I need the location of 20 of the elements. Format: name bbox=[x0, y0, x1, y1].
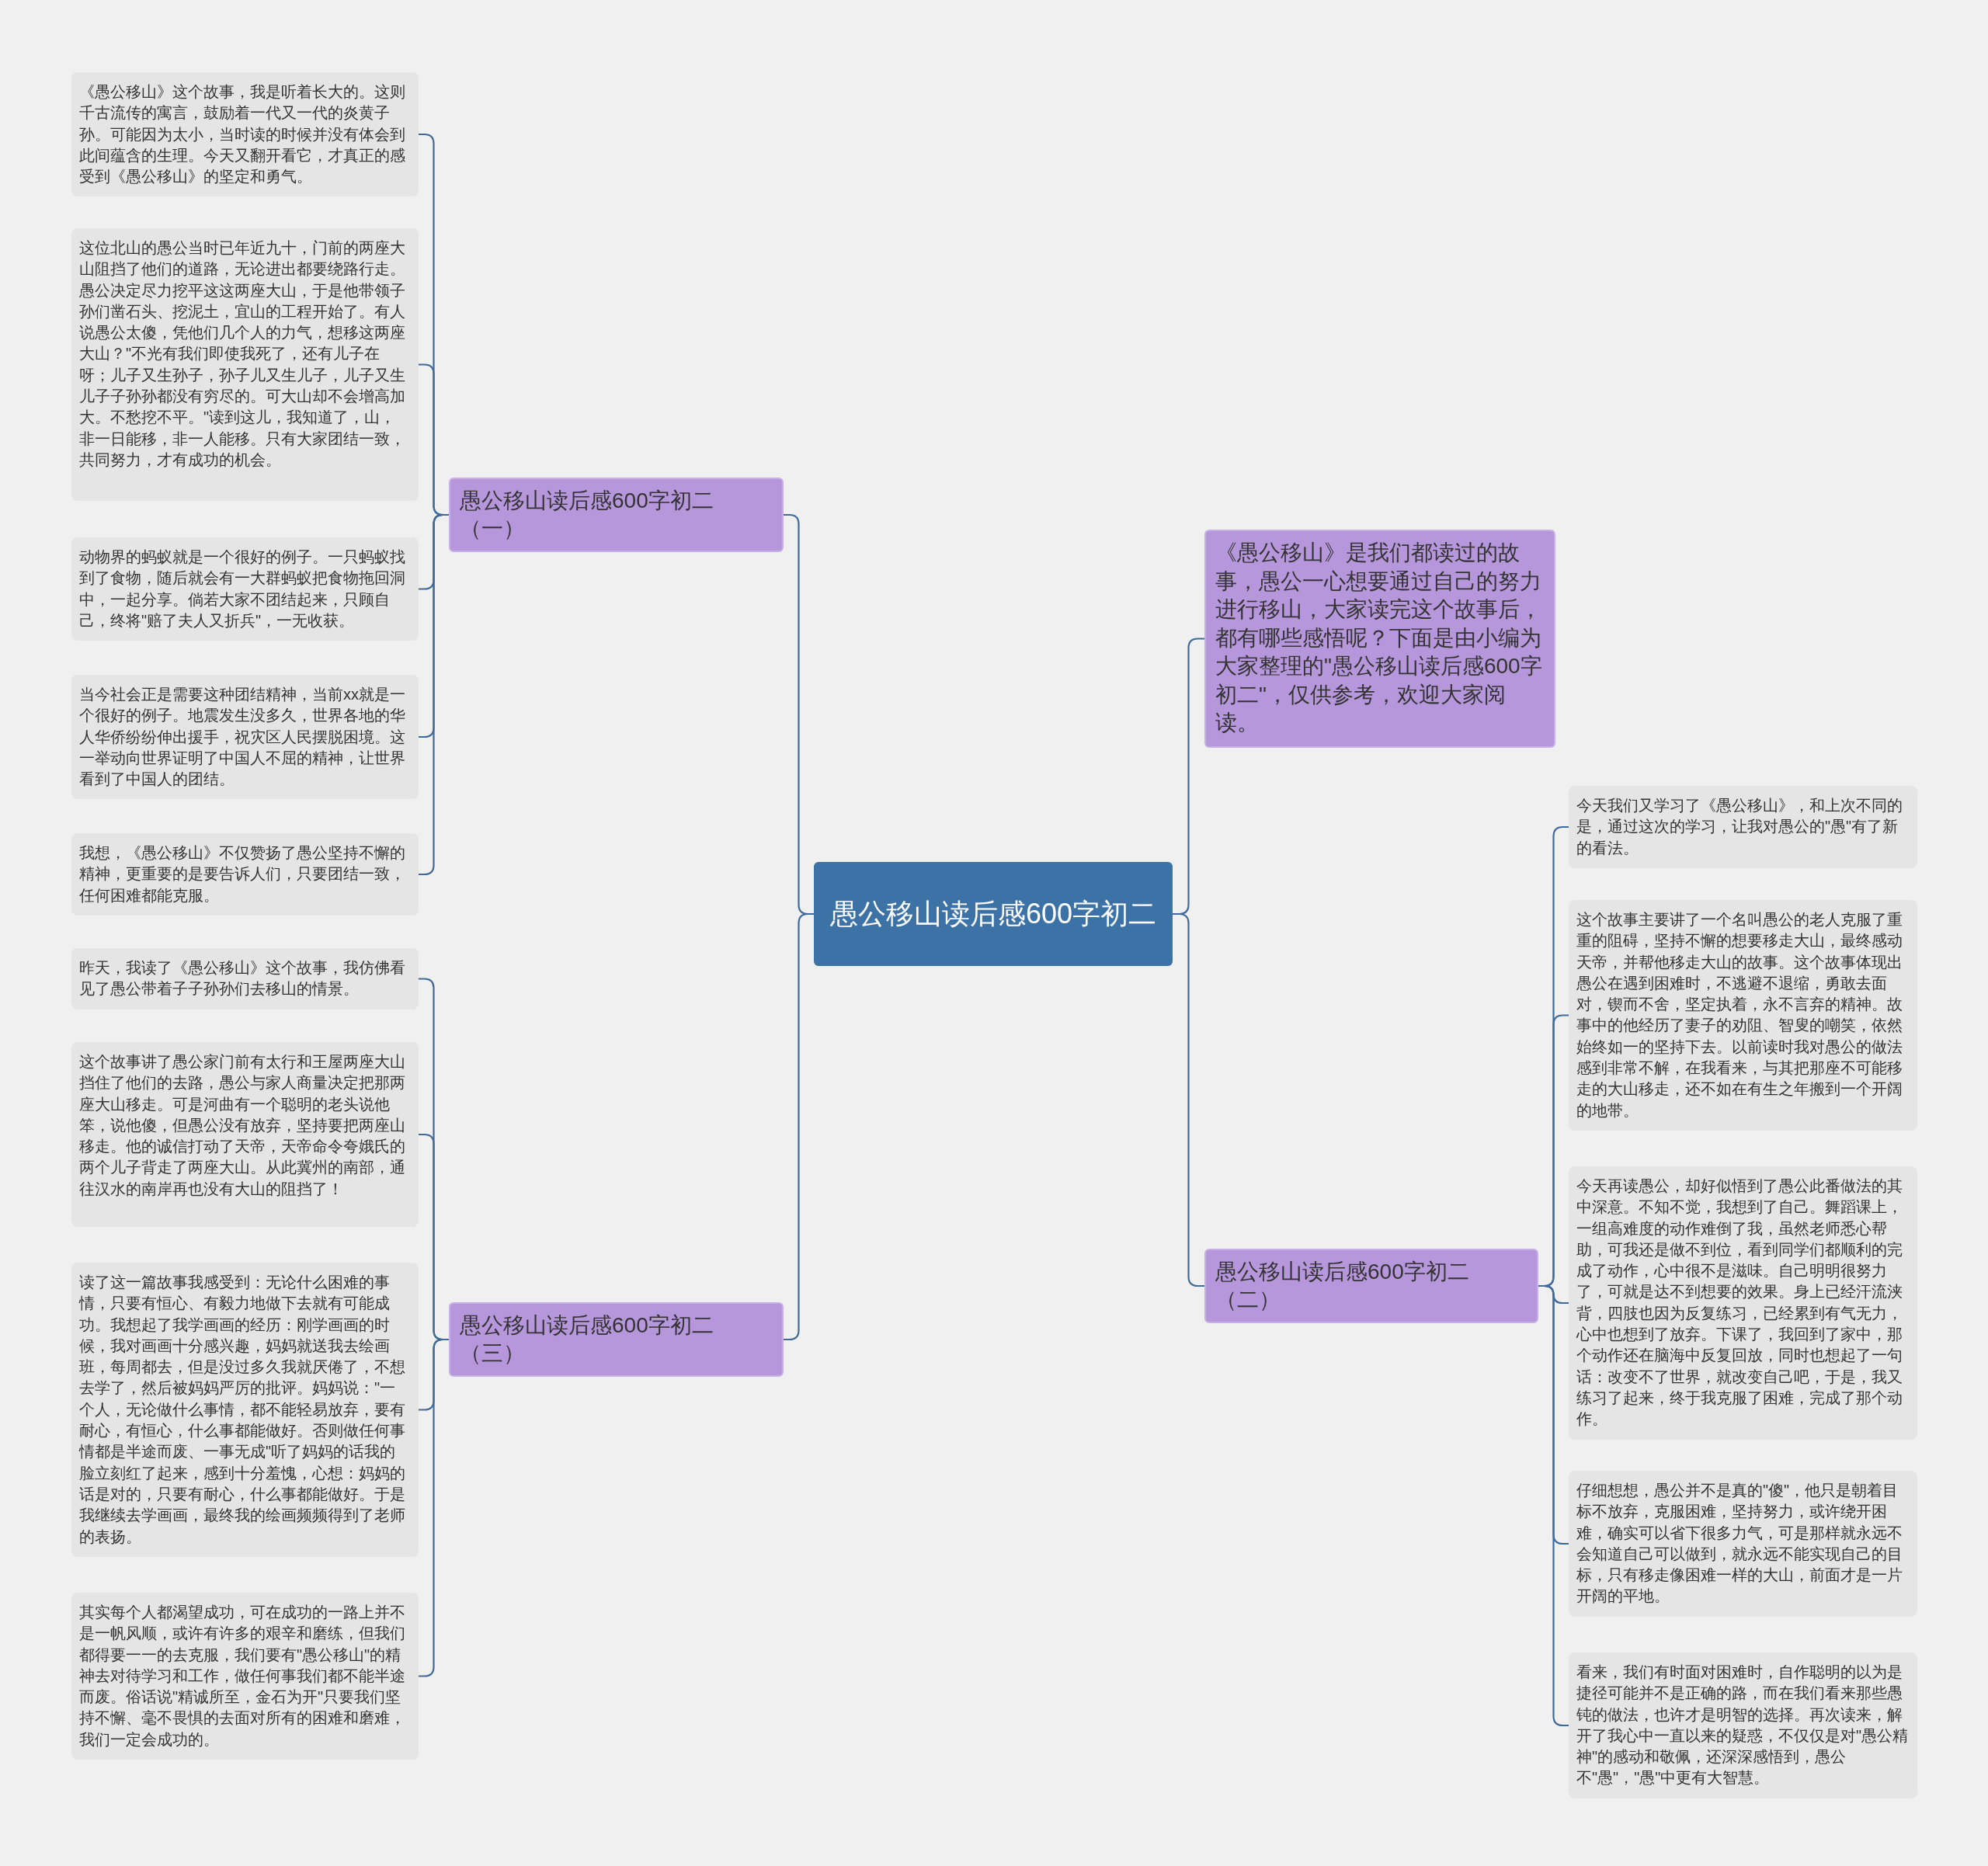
central-topic-box: 愚公移山读后感600字初二 bbox=[814, 862, 1173, 966]
note-card: 其实每个人都渴望成功，可在成功的一路上并不是一帆风顺，或许有许多的艰辛和磨练，但我们都得要一一的去克服，我们要有"愚公移山"的精神去对待学习和工作，做任何事我们都不能半途而废。俗话说"精诚所至，金石为开"只要我们坚持不懈、毫不畏惧的去面对所有的困难和磨难，我们一定会成功的。 bbox=[71, 1593, 419, 1760]
note-card: 看来，我们有时面对困难时，自作聪明的以为是捷径可能并不是正确的路，而在我们看来那些愚钝的做法，也许才是明智的选择。再次读来，解开了我心中一直以来的疑惑，不仅仅是对"愚公精神"的感动和敬佩，还深深感悟到，愚公不"愚"，"愚"中更有大智慧。 bbox=[1569, 1652, 1917, 1798]
note-card: 读了这一篇故事我感受到：无论什么困难的事情，只要有恒心、有毅力地做下去就有可能成功。我想起了我学画画的经历：刚学画画的时候，我对画画十分感兴趣，妈妈就送我去绘画班，每周都去，但是没过多久我就厌倦了，不想去学了，然后被妈妈严厉的批评。妈妈说："一个人，无论做什么事情，都不能轻易放弃，要有耐心，有恒心，什么事都能做好。否则做任何事情都是半途而废、一事无成"听了妈妈的话我的脸立刻红了起来，感到十分羞愧，心想：妈妈的话是对的，只要有耐心，什么事都能做好。于是我继续去学画画，最终我的绘画频频得到了老师的表扬。 bbox=[71, 1263, 419, 1557]
connector-line bbox=[419, 1338, 449, 1677]
note-card: 仔细想想，愚公并不是真的"傻"，他只是朝着目标不放弃，克服困难，坚持努力，或许绕开困难，确实可以省下很多力气，可是那样就永远不会知道自己可以做到，就永远不能实现自己的目标，只有移走像困难一样的大山，前面才是一片开阔的平地。 bbox=[1569, 1471, 1917, 1617]
note-card: 昨天，我读了《愚公移山》这个故事，我仿佛看见了愚公带着子子孙孙们去移山的情景。 bbox=[71, 948, 419, 1009]
branch-box: 愚公移山读后感600字初二（三） bbox=[449, 1302, 784, 1377]
note-card: 《愚公移山》这个故事，我是听着长大的。这则千古流传的寓言，鼓励着一代又一代的炎黄子孙。可能因为太小，当时读的时候并没有体会到此间蕴含的生理。今天又翻开看它，才真正的感受到《愚公移山》的坚定和勇气。 bbox=[71, 72, 419, 197]
note-card: 这个故事主要讲了一个名叫愚公的老人克服了重重的阻碍，坚持不懈的想要移走大山，最终感动天帝，并帮他移走大山的故事。这个故事体现出愚公在遇到困难时，不逃避不退缩，勇敢去面对，锲而不舍，坚定执着，永不言弃的精神。故事中的他经历了妻子的劝阻、智叟的嘲笑，依然始终如一的坚持下去。以前读时我对愚公的做法感到非常不解，在我看来，与其把那座不可能移走的大山移走，还不如在有生之年搬到一个开阔的地带。 bbox=[1569, 900, 1917, 1131]
note-card: 当今社会正是需要这种团结精神，当前xx就是一个很好的例子。地震发生没多久，世界各地的华人华侨纷纷伸出援手，祝灾区人民摆脱困境。这一举动向世界证明了中国人不屈的精神，让世界看到了中国人的团结。 bbox=[71, 675, 419, 800]
note-card: 今天我们又学习了《愚公移山》，和上次不同的是，通过这次的学习，让我对愚公的"愚"有了新的看法。 bbox=[1569, 786, 1917, 868]
note-card: 这个故事讲了愚公家门前有太行和王屋两座大山挡住了他们的去路，愚公与家人商量决定把那两座大山移走。可是河曲有一个聪明的老头说他笨，说他傻，但愚公没有放弃，坚持要把两座山移走。他的诚信打动了天帝，天帝命令夸娥氏的两个儿子背走了两座大山。从此冀州的南部，通往汉水的南岸再也没有大山的阻挡了！ bbox=[71, 1042, 419, 1227]
branch-box: 愚公移山读后感600字初二（二） bbox=[1204, 1249, 1538, 1323]
note-card: 这位北山的愚公当时已年近九十，门前的两座大山阻挡了他们的道路，无论进出都要绕路行走。愚公决定尽力挖平这这两座大山，于是他带领子孙们凿石头、挖泥土，宜山的工程开始了。有人说愚公太傻，凭他们几个人的力气，想移这两座大山？"不光有我们即使我死了，还有儿子在呀；儿子又生孙子，孙子儿又生儿子，儿子又生儿子子孙孙都没有穷尽的。可大山却不会增高加大。不愁挖不平。"读到这儿，我知道了，山，非一日能移，非一人能移。只有大家团结一致，共同努力，才有成功的机会。 bbox=[71, 228, 419, 501]
note-card: 动物界的蚂蚁就是一个很好的例子。一只蚂蚁找到了食物，随后就会有一大群蚂蚁把食物拖回洞中，一起分享。倘若大家不团结起来，只顾自己，终将"赔了夫人又折兵"，一无收获。 bbox=[71, 537, 419, 641]
intro-box: 《愚公移山》是我们都读过的故事，愚公一心想要通过自己的努力进行移山，大家读完这个故事后，都有哪些感悟呢？下面是由小编为大家整理的"愚公移山读后感600字初二"，仅供参考，欢迎大家阅读。 bbox=[1204, 530, 1555, 748]
note-card: 今天再读愚公，却好似悟到了愚公此番做法的其中深意。不知不觉，我想到了自己。舞蹈课上，一组高难度的动作难倒了我，虽然老师悉心帮助，可我还是做不到位，看到同学们都顺利的完成了动作，心中很不是滋味。自己明明很努力了，可就是达不到想要的效果。身上已经汗流浃背，四肢也因为反复练习，已经累到有气无力，心中也想到了放弃。下课了，我回到了家中，那个动作还在脑海中反复回放，同时也想起了一句话：改变不了世界，就改变自己吧，于是，我又练习了起来，终于我克服了困难，完成了那个动作。 bbox=[1569, 1166, 1917, 1440]
note-card: 我想，《愚公移山》不仅赞扬了愚公坚持不懈的精神，更重要的是要告诉人们，只要团结一致，任何困难都能克服。 bbox=[71, 833, 419, 916]
branch-box: 愚公移山读后感600字初二（一） bbox=[449, 478, 784, 552]
